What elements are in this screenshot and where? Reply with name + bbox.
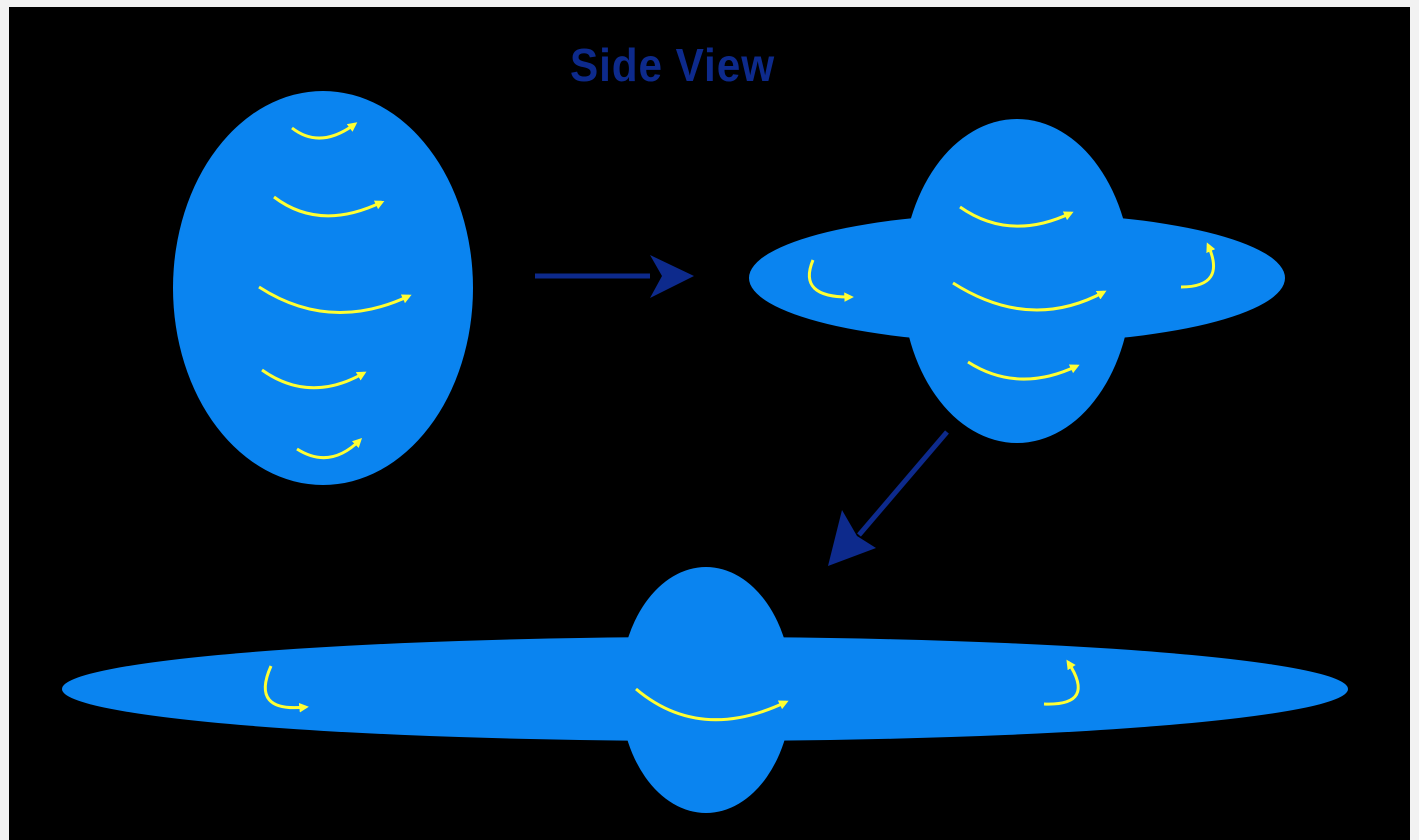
flow-arrow-down-left-icon	[828, 430, 949, 566]
rotation-arrow-icon	[296, 437, 363, 460]
stage-3-rotation-arrows	[263, 659, 1080, 722]
rotation-arrow-icon	[807, 259, 854, 302]
rotation-arrow-icon	[635, 687, 789, 722]
oblate-cloud-shape	[173, 91, 473, 485]
stage-1-cloud	[173, 91, 473, 485]
rotation-arrow-icon	[967, 360, 1080, 381]
galactic-bulge-shape	[620, 567, 792, 813]
rotation-arrow-icon	[952, 281, 1107, 312]
diagram-title: Side View	[569, 39, 776, 91]
rotation-arrow-icon	[291, 122, 358, 140]
flow-arrow-right-icon	[535, 255, 694, 298]
rotation-arrow-icon	[263, 665, 309, 713]
stage-2-rotation-arrows	[807, 205, 1216, 381]
stage-3-galaxy	[62, 567, 1348, 813]
rotation-arrow-icon	[273, 195, 385, 218]
rotation-arrow-icon	[261, 368, 367, 390]
rotation-arrow-icon	[1043, 659, 1080, 706]
rotation-arrow-icon	[959, 205, 1074, 228]
flattening-bulge-shape	[902, 119, 1132, 443]
rotation-arrow-icon	[258, 285, 412, 314]
stage-2-cloud	[749, 119, 1285, 443]
rotation-arrow-icon	[1180, 242, 1216, 289]
stage-1-rotation-arrows	[258, 122, 412, 460]
